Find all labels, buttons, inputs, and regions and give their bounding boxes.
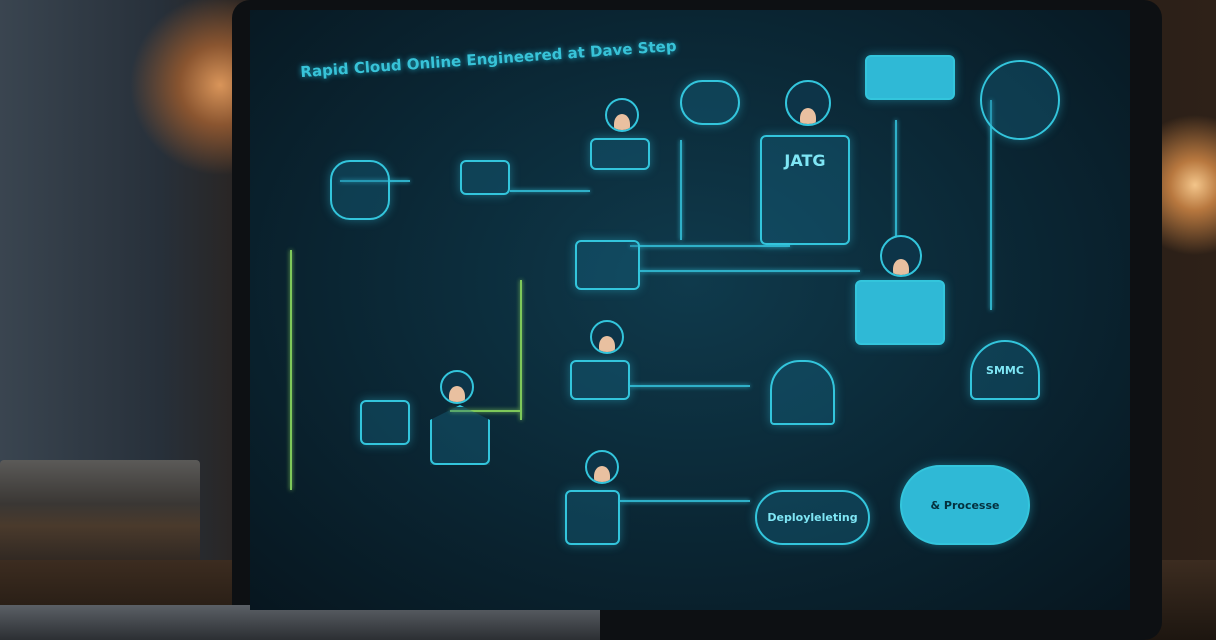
cloud-node — [680, 80, 740, 125]
cloud-deploy-label: Deployleleting — [767, 511, 858, 524]
server-node — [330, 160, 390, 220]
connector — [620, 500, 750, 502]
device-node — [360, 400, 410, 445]
jatg-label: JATG — [784, 151, 826, 170]
connector — [895, 120, 897, 270]
connector — [290, 250, 292, 490]
card-node — [565, 490, 620, 545]
jatg-node: JATG — [760, 135, 850, 245]
monitor-node — [865, 55, 955, 100]
connector — [630, 245, 790, 247]
smmc-node: SMMC — [970, 340, 1040, 400]
cloud-process-node: & Processe — [900, 465, 1030, 545]
connector — [340, 180, 410, 182]
laptop-node — [575, 240, 640, 290]
monitor-node — [460, 160, 510, 195]
house-node — [430, 405, 490, 465]
book-stack — [0, 460, 200, 570]
avatar — [440, 370, 474, 404]
connector — [510, 190, 590, 192]
laptop-screen: Rapid Cloud Online Engineered at Dave St… — [250, 10, 1130, 610]
connector — [990, 100, 992, 310]
cloud-deploy-node: Deployleleting — [755, 490, 870, 545]
connector — [640, 270, 860, 272]
brain-node — [770, 360, 835, 425]
network-node — [980, 60, 1060, 140]
avatar — [590, 320, 624, 354]
connector — [680, 140, 682, 240]
avatar — [585, 450, 619, 484]
laptop-node — [855, 280, 945, 345]
connector — [520, 280, 522, 420]
diagram-title: Rapid Cloud Online Engineered at Dave St… — [299, 36, 678, 82]
laptop-node — [570, 360, 630, 400]
connector — [630, 385, 750, 387]
laptop-keyboard — [0, 605, 600, 640]
avatar — [880, 235, 922, 277]
connector — [450, 410, 520, 412]
smmc-label: SMMC — [986, 363, 1024, 377]
card-node — [590, 138, 650, 170]
cloud-process-label: & Processe — [930, 498, 1000, 512]
avatar — [605, 98, 639, 132]
avatar — [785, 80, 831, 126]
